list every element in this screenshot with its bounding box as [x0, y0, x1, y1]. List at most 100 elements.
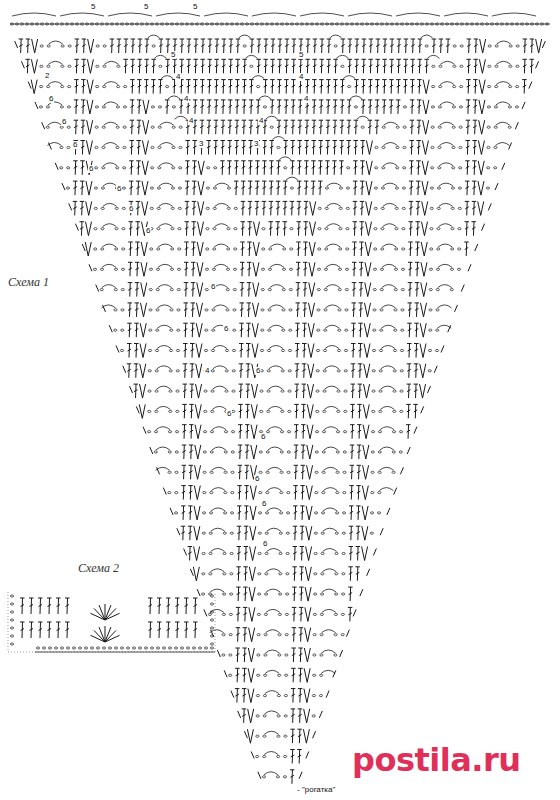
chain-arcs: [211, 488, 393, 491]
stitch-row: [217, 648, 342, 662]
stitch-row: [251, 750, 309, 764]
chain-stitches: [256, 694, 322, 696]
chain-stitches: [229, 674, 323, 676]
stitch-group: [20, 598, 198, 642]
stitch-row: [244, 729, 315, 743]
stitch-count: 6: [261, 500, 267, 508]
chain-stitches: [114, 329, 439, 331]
chain-arcs: [48, 96, 510, 105]
stitch-row: [109, 323, 450, 337]
stitch-row: [136, 404, 423, 418]
chain-arcs: [156, 427, 394, 430]
stitch-count: 5: [143, 3, 149, 11]
stitch-count: 6: [226, 410, 232, 418]
chain-arcs: [103, 177, 453, 186]
chain-stitches: [202, 552, 345, 554]
chain-arcs: [264, 731, 278, 734]
symbol-note: - "рогатка": [296, 786, 336, 794]
scheme-title: Схема 1: [8, 276, 49, 288]
chain-stitches: [148, 390, 403, 392]
chain-stitches: [256, 715, 315, 717]
stitch-count: 5: [170, 51, 176, 59]
stitch-row: [157, 465, 404, 479]
chain-stitches: [147, 431, 402, 433]
chain-stitches: [202, 532, 373, 534]
stitch-row: [163, 486, 396, 500]
chain-stitches: [222, 654, 337, 656]
stitch-row: [231, 689, 329, 703]
chain-arcs: [211, 508, 337, 511]
stitch-row: [103, 303, 458, 317]
chain-arcs: [157, 346, 395, 349]
chain-stitches: [94, 207, 461, 209]
chain-arcs: [47, 137, 509, 146]
stitch-row: [89, 262, 471, 276]
chain-arcs: [156, 447, 394, 450]
chain-stitches: [40, 45, 519, 47]
chain-stitches: [39, 106, 518, 108]
chain-stitches: [10, 23, 548, 25]
chain-stitches: [208, 613, 344, 615]
chain-stitches: [222, 634, 344, 636]
stitch-count: 4: [175, 73, 181, 81]
chain-stitches: [174, 512, 380, 514]
chain-arcs: [264, 772, 278, 775]
stitch-row: [170, 506, 390, 520]
stitch-count: 6: [116, 185, 122, 193]
chain-stitches: [148, 410, 403, 412]
chain-stitches: [40, 85, 519, 87]
chain-stitches: [120, 349, 438, 351]
chain-arcs: [103, 157, 453, 166]
chain-arcs: [48, 55, 510, 64]
stitch-count: 6: [255, 367, 261, 375]
stitch-row: [258, 770, 302, 784]
chain-stitches: [93, 268, 460, 270]
stitch-row: [143, 425, 417, 439]
stitch-count: 6: [88, 165, 94, 173]
chain-stitches: [46, 126, 511, 128]
stitch-count: 5: [90, 3, 96, 11]
stitch-row: [82, 242, 478, 256]
chain-arcs: [102, 264, 452, 267]
stitch-count: 6: [223, 325, 229, 333]
stitch-count: 5: [192, 3, 198, 11]
chain-arcs: [265, 711, 279, 714]
chain-arcs: [156, 406, 394, 409]
stitch-count: 6: [145, 227, 151, 235]
stitch-count: 4: [204, 367, 210, 375]
chain-arcs: [49, 35, 511, 44]
stitch-count: 4: [188, 117, 194, 125]
chain-stitches: [256, 755, 287, 757]
stitch-count: 6: [48, 95, 54, 103]
chain-stitches: [262, 776, 286, 778]
chain-stitches: [148, 370, 431, 372]
stitch-row: [28, 80, 532, 94]
chain-arcs: [102, 285, 452, 288]
chain-arcs: [157, 386, 395, 389]
stitch-count: 4: [183, 95, 189, 103]
chain-arcs: [102, 305, 452, 308]
stitch-count: 4: [258, 117, 264, 125]
chain-stitches: [60, 167, 497, 169]
stitch-row: [15, 39, 546, 53]
border-line: [8, 592, 215, 652]
stitch-row: [177, 526, 383, 540]
chain-stitches: [202, 593, 345, 595]
chain-arcs: [48, 116, 510, 125]
stitch-row: [116, 344, 444, 358]
stitch-count: 2: [44, 72, 50, 80]
stitch-count: 3: [253, 140, 259, 148]
stitch-count: 4: [298, 73, 304, 81]
stitch-count: 5: [298, 51, 304, 59]
chain-arcs: [264, 752, 278, 755]
chain-arcs: [211, 528, 337, 531]
stitch-count: 6: [61, 118, 67, 126]
stitch-row: [190, 567, 369, 581]
chain-stitches: [168, 491, 381, 493]
stitch-count: 6: [128, 205, 134, 213]
stitch-row: [211, 628, 350, 642]
stitch-count: 6: [260, 433, 266, 441]
stitch-count: 6: [254, 475, 260, 483]
watermark: postila.ru: [352, 744, 520, 776]
